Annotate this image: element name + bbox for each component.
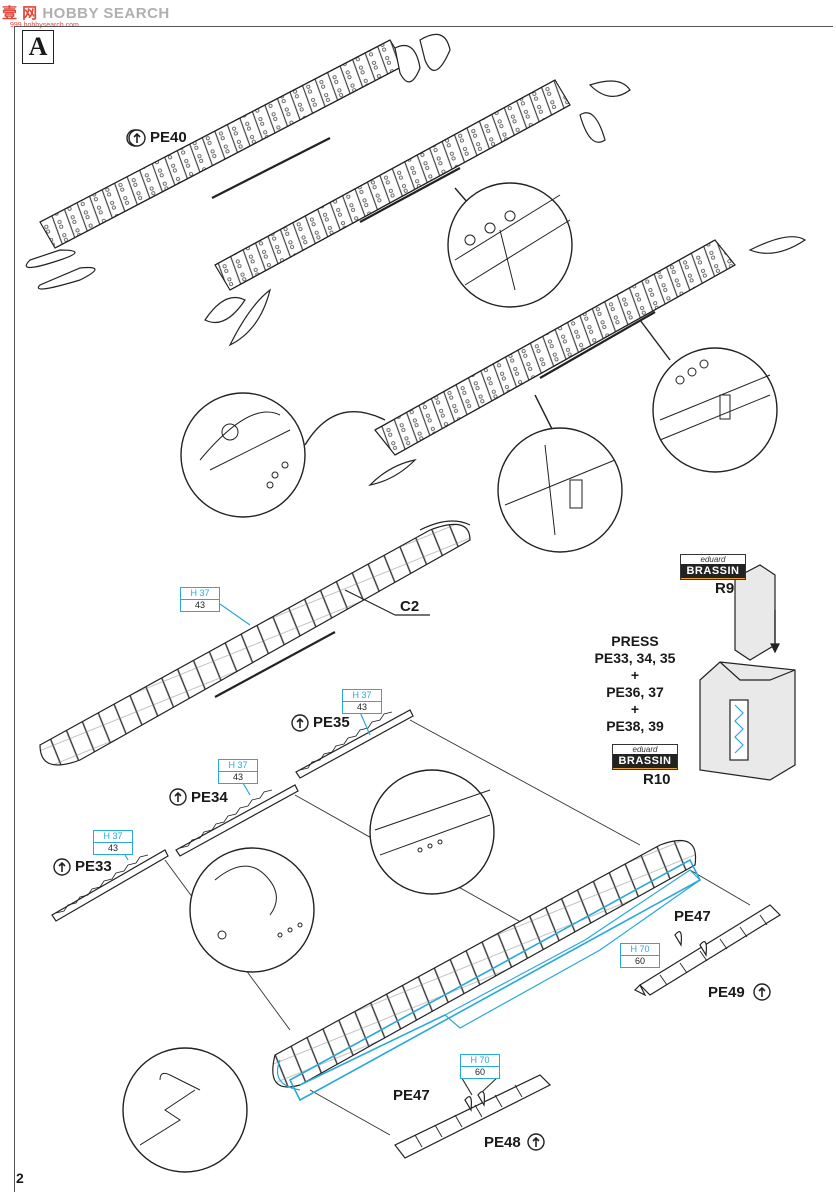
ref-box-pe34: H 37 43	[218, 759, 258, 784]
ref-top: H 37	[343, 690, 381, 702]
label-pe34: PE34	[191, 789, 228, 806]
ref-box-pe49: H 70 60	[620, 943, 660, 968]
pe48-part	[394, 1074, 552, 1159]
ref-top: H 37	[181, 588, 219, 600]
ref-bottom: 43	[356, 702, 367, 712]
ref-top: H 70	[461, 1055, 499, 1067]
label-c2: C2	[400, 598, 420, 615]
step-letter: A	[22, 30, 54, 64]
press-plus-2: +	[630, 701, 640, 717]
page-frame	[14, 26, 833, 1192]
label-r9: R9	[715, 580, 735, 597]
detail-circle-1	[447, 182, 573, 308]
press-instructions: PRESS PE33, 34, 35 + PE36, 37 + PE38, 39	[570, 633, 700, 735]
detail-circle-4	[639, 319, 778, 473]
brass-brand: eduard	[681, 555, 745, 564]
label-pe40: PE40	[150, 129, 187, 146]
detail-circle-3	[497, 394, 623, 553]
ref-box-pe48: H 70 60	[460, 1054, 500, 1079]
label-pe33: PE33	[75, 858, 112, 875]
ref-bottom: 60	[634, 956, 645, 966]
detail-circle-5	[369, 769, 495, 895]
detail-circle-2	[180, 392, 386, 518]
brass-name: BRASSIN	[613, 754, 677, 768]
ref-bottom: 43	[107, 843, 118, 853]
label-pe49: PE49	[708, 984, 745, 1001]
brass-name: BRASSIN	[681, 564, 745, 578]
ref-box-pe33: H 37 43	[93, 830, 133, 855]
label-r10: R10	[643, 771, 671, 788]
ref-top: H 70	[621, 944, 659, 956]
press-tool	[699, 564, 796, 781]
watermark: 壹 网 HOBBY SEARCH	[2, 2, 170, 23]
press-title: PRESS	[611, 633, 659, 649]
brass-logo-icon: eduard BRASSIN	[680, 554, 746, 580]
pe-strips	[51, 709, 414, 922]
press-line-3: PE38, 39	[606, 718, 664, 734]
wing-c2	[39, 520, 471, 766]
press-line-1: PE33, 34, 35	[594, 650, 676, 666]
brass-brand: eduard	[613, 745, 677, 754]
pe40-fret	[25, 33, 451, 290]
ref-bottom: 43	[232, 772, 243, 782]
label-pe48: PE48	[484, 1134, 521, 1151]
bottom-wing	[272, 839, 702, 1102]
label-pe35: PE35	[313, 714, 350, 731]
rib-fret-2	[204, 79, 631, 347]
detail-circle-6	[189, 847, 315, 973]
ref-bottom: 43	[194, 600, 205, 610]
ref-bottom: 60	[474, 1067, 485, 1077]
watermark-cn: 壹 网	[2, 5, 38, 22]
press-line-2: PE36, 37	[606, 684, 664, 700]
pe49-part	[633, 904, 781, 997]
ref-box-pe35: H 37 43	[342, 689, 382, 714]
brass-logo-icon: eduard BRASSIN	[612, 744, 678, 770]
page-number: 2	[16, 1170, 24, 1186]
rib-assembly	[368, 236, 807, 486]
ref-top: H 37	[94, 831, 132, 843]
watermark-text: HOBBY SEARCH	[42, 5, 170, 22]
detail-circle-7	[122, 1047, 248, 1173]
watermark-sub: 999.hobbysearch.com	[10, 22, 79, 29]
label-pe47-bottom: PE47	[393, 1087, 430, 1104]
ref-box-c2: H 37 43	[180, 587, 220, 612]
press-plus-1: +	[630, 667, 640, 683]
ref-top: H 37	[219, 760, 257, 772]
label-pe47-right: PE47	[674, 908, 711, 925]
